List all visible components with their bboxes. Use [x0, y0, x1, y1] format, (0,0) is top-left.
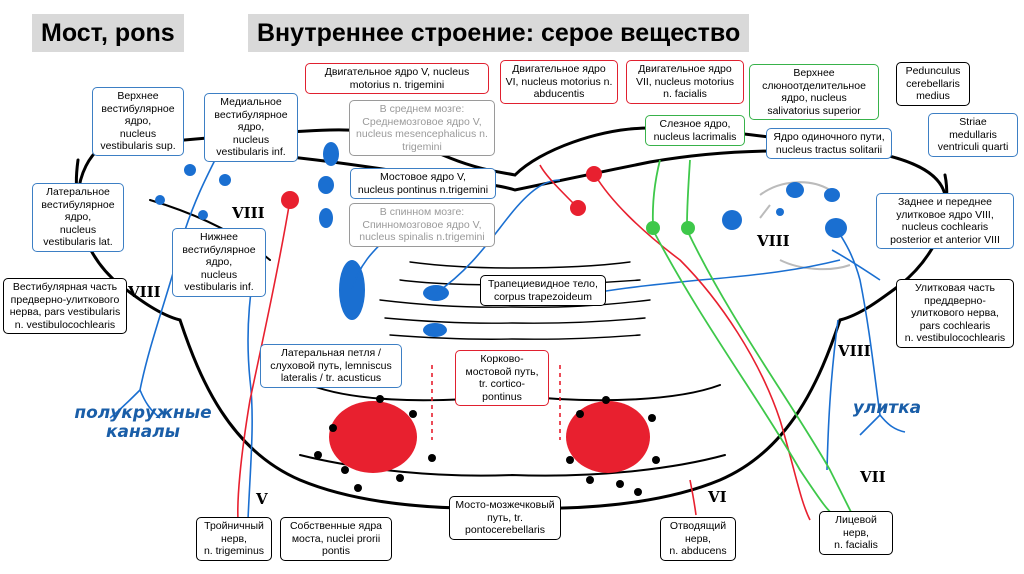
label-ponto-cereb: Мосто-мозжечковый путь, tr. pontocerebel… [449, 496, 561, 540]
label-cortico-pontine: Корково- мостовой путь, tr. cortico- pon… [455, 350, 549, 406]
green-dots [646, 221, 695, 235]
label-inferior-vestibular: Нижнее вестибулярное ядро, nucleus vesti… [172, 228, 266, 297]
label-abducens-nerve: Отводящий нерв, n. abducens [660, 517, 736, 561]
label-motor-vi: Двигательное ядро VI, nucleus motorius n… [500, 60, 618, 104]
label-salivatory: Верхнее слюноотделительное ядро, nucleus… [749, 64, 879, 120]
handwritten-canals: полукружные каналы [74, 403, 212, 442]
label-cochlear-nuclei: Заднее и переднее улитковое ядро VIII, n… [876, 193, 1014, 249]
label-spinal-v: В спинном мозге: Спинномозговое ядро V, … [349, 203, 495, 247]
label-striae: Striae medullaris ventriculi quarti [928, 113, 1018, 157]
handwritten-cochlea: улитка [852, 398, 922, 418]
pontine-nuclei-dots [314, 395, 660, 496]
label-solitary: Ядро одиночного пути, nucleus tractus so… [766, 128, 892, 159]
label-midbrain-v: В среднем мозге: Среднемозговое ядро V, … [349, 100, 495, 156]
roman-viii-top: VIII [232, 204, 265, 222]
label-motor-v: Двигательное ядро V, nucleus motorius n.… [305, 63, 489, 94]
label-trigeminal-nerve: Тройничный нерв, n. trigeminus [196, 517, 272, 561]
green-pathways [651, 159, 856, 521]
label-vestibular-part: Вестибулярная часть предверно-улиткового… [3, 278, 127, 334]
pyramidal-tract-right [566, 401, 650, 473]
label-facial-nerve: Лицевой нерв, n. facialis [819, 511, 893, 555]
blue-pathways [109, 159, 906, 521]
roman-viii-mid: VIII [757, 232, 790, 250]
roman-vi: VI [708, 488, 727, 506]
label-lateral-vestibular: Латеральное вестибулярное ядро, nucleus … [32, 183, 124, 252]
roman-viii-left: VIII [128, 283, 161, 301]
label-upper-vestibular: Верхнее вестибулярное ядро, nucleus vest… [92, 87, 184, 156]
title-left: Мост, pons [32, 14, 184, 52]
label-medial-vestibular: Медиальное вестибулярное ядро, nucleus v… [204, 93, 298, 162]
red-dots [281, 166, 602, 216]
label-pontine-nuclei: Собственные ядра моста, nuclei prorii po… [280, 517, 392, 561]
roman-viii-right: VIII [838, 342, 871, 360]
label-pontine-v: Мостовое ядро V, nucleus pontinus n.trig… [350, 168, 496, 199]
label-ped-cereb: Pedunculus cerebellaris medius [896, 62, 970, 106]
label-cochlear-part: Улитковая часть преддверно- улиткового н… [896, 279, 1014, 348]
label-trapezoid: Трапециевидное тело, corpus trapezoideum [480, 275, 606, 306]
title-right: Внутреннее строение: серое вещество [248, 14, 750, 52]
roman-v: V [256, 490, 268, 508]
roman-vii: VII [860, 468, 886, 486]
label-motor-vii: Двигательное ядро VII, nucleus motorius … [626, 60, 744, 104]
pyramidal-tract-left [329, 401, 417, 473]
label-lateral-lemniscus: Латеральная петля / слуховой путь, lemni… [260, 344, 402, 388]
label-lacrimal: Слезное ядро, nucleus lacrimalis [645, 115, 745, 146]
